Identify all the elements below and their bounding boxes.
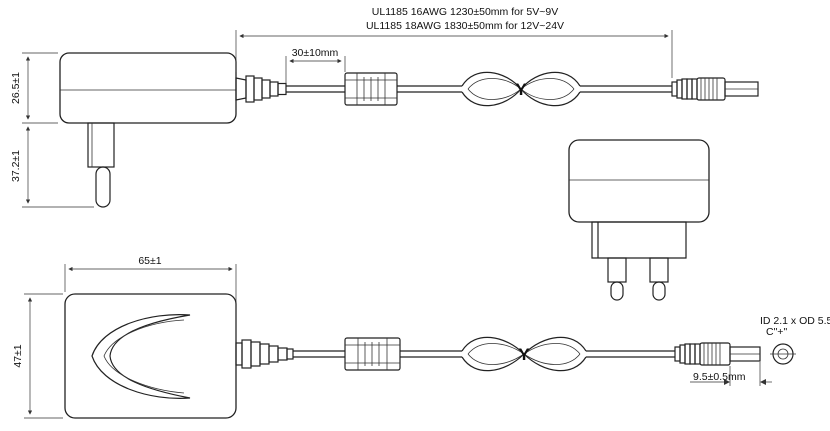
strain-relief-ribs — [241, 339, 294, 369]
depth-label: 47±1 — [12, 344, 24, 367]
plug-length-label: 37.2±1 — [10, 150, 22, 182]
depth-dimension: 47±1 — [12, 293, 63, 419]
dc-plug-top — [671, 77, 759, 101]
height-dimension: 26.5±1 — [10, 52, 58, 124]
crescent-logo — [91, 314, 191, 399]
cable-spec-line-2: UL1185 18AWG 1830±50mm for 12V~24V — [366, 20, 564, 32]
top-view: Y ID 2.1 x OD 5.5 C"+" — [64, 293, 830, 419]
ferrite-offset-dimension: 30±10mm — [285, 47, 346, 84]
strain-relief-base — [235, 342, 243, 366]
eu-plug-pins-side — [87, 122, 115, 208]
eu-plug-pins-front — [607, 257, 669, 301]
barrel-length-dimension: 9.5±0.5mm — [690, 362, 772, 386]
width-label: 65±1 — [138, 255, 161, 267]
adapter-body-side — [59, 52, 237, 124]
strain-relief-ribs — [245, 75, 287, 103]
ferrite-offset-label: 30±10mm — [292, 47, 339, 59]
plug-length-dimension: 37.2±1 — [10, 126, 94, 208]
plug-base-front — [591, 221, 687, 259]
height-label: 26.5±1 — [10, 72, 22, 104]
adapter-body-top — [64, 293, 237, 419]
twist-tie-mark: Y — [515, 80, 527, 99]
connector-polarity: C"+" — [766, 326, 787, 338]
width-dimension: 65±1 — [64, 255, 237, 340]
connector-id-od: ID 2.1 x OD 5.5 — [760, 315, 830, 327]
cable-spec-line-1: UL1185 16AWG 1230±50mm for 5V~9V — [372, 6, 558, 18]
twist-tie-mark: Y — [518, 345, 530, 364]
adapter-body-front — [568, 139, 710, 223]
strain-relief-base — [235, 77, 247, 101]
ferrite-core-bottom — [344, 337, 401, 371]
connector-end-view — [770, 343, 796, 365]
cable-length-dimension: UL1185 16AWG 1230±50mm for 5V~9V UL1185 … — [235, 6, 673, 78]
front-view — [568, 139, 710, 301]
barrel-length-label: 9.5±0.5mm — [693, 371, 746, 383]
dc-plug-bottom — [674, 342, 761, 366]
side-view: Y — [59, 52, 759, 208]
ferrite-core-top — [344, 72, 398, 106]
